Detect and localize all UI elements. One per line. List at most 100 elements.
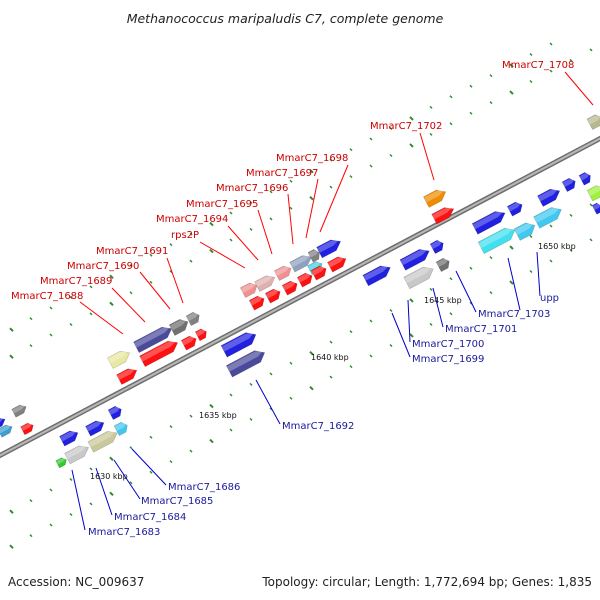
gene-arrow[interactable] bbox=[55, 456, 69, 469]
tick-mark bbox=[489, 256, 493, 260]
gene-arrow-highlight bbox=[478, 227, 514, 249]
tick-mark bbox=[209, 438, 214, 444]
gene-arrow[interactable] bbox=[431, 204, 457, 225]
gene-arrow[interactable] bbox=[435, 256, 452, 273]
gene-arrow-highlight bbox=[107, 350, 129, 364]
gene-arrow[interactable] bbox=[316, 236, 344, 259]
gene-arrow[interactable] bbox=[403, 263, 437, 290]
gene-arrow[interactable] bbox=[586, 112, 600, 130]
gene-arrow[interactable] bbox=[185, 310, 202, 327]
leader-line bbox=[166, 257, 184, 304]
gene-arrow[interactable] bbox=[281, 279, 300, 296]
gene-arrow[interactable] bbox=[561, 176, 578, 193]
gene-arrow-highlight bbox=[249, 296, 264, 306]
gene-label-rps2p[interactable]: rps2P bbox=[171, 230, 199, 241]
gene-arrow[interactable] bbox=[248, 294, 267, 311]
gene-arrow[interactable] bbox=[240, 280, 259, 298]
tick-mark bbox=[69, 477, 73, 481]
gene-label-mmarc7-1684[interactable]: MmarC7_1684 bbox=[114, 512, 186, 523]
gene-arrow[interactable] bbox=[220, 329, 259, 358]
gene-label-mmarc7-1697[interactable]: MmarC7_1697 bbox=[246, 168, 318, 179]
gene-label-mmarc7-1696[interactable]: MmarC7_1696 bbox=[216, 183, 288, 194]
gene-arrow[interactable] bbox=[423, 187, 448, 208]
tick-mark bbox=[449, 312, 453, 316]
gene-arrow[interactable] bbox=[254, 272, 278, 292]
gene-arrow-highlight bbox=[226, 350, 264, 372]
bottom-gene-labels: MmarC7_1683 MmarC7_1684 MmarC7_1685 Mmar… bbox=[88, 293, 559, 538]
gene-arrow[interactable] bbox=[327, 254, 348, 273]
gene-label-mmarc7-1683[interactable]: MmarC7_1683 bbox=[88, 527, 160, 538]
gene-arrow[interactable] bbox=[113, 420, 130, 437]
gene-arrow[interactable] bbox=[477, 224, 518, 254]
gene-arrow-highlight bbox=[507, 202, 522, 212]
gene-arrow[interactable] bbox=[274, 263, 293, 281]
gene-arrow[interactable] bbox=[471, 208, 508, 235]
gene-arrow[interactable] bbox=[399, 246, 432, 271]
gene-arrow[interactable] bbox=[296, 271, 315, 288]
gene-label-mmarc7-1698[interactable]: MmarC7_1698 bbox=[276, 153, 348, 164]
gene-label-mmarc7-1708[interactable]: MmarC7_1708 bbox=[502, 60, 574, 71]
tick-mark bbox=[49, 523, 53, 527]
gene-label-mmarc7-1695[interactable]: MmarC7_1695 bbox=[186, 199, 258, 210]
tick-mark bbox=[389, 153, 393, 157]
gene-arrow[interactable] bbox=[578, 171, 593, 186]
gene-arrow[interactable] bbox=[264, 287, 283, 304]
gene-arrow[interactable] bbox=[0, 423, 14, 438]
gene-arrow[interactable] bbox=[0, 415, 7, 432]
gene-label-mmarc7-1701[interactable]: MmarC7_1701 bbox=[445, 324, 517, 335]
gene-label-mmarc7-1691[interactable]: MmarC7_1691 bbox=[96, 246, 168, 257]
gene-label-mmarc7-1702[interactable]: MmarC7_1702 bbox=[370, 121, 442, 132]
gene-arrow[interactable] bbox=[537, 186, 562, 207]
gene-label-mmarc7-1694[interactable]: MmarC7_1694 bbox=[156, 214, 228, 225]
gene-arrow[interactable] bbox=[225, 347, 267, 378]
gene-label-mmarc7-1700[interactable]: MmarC7_1700 bbox=[412, 339, 484, 350]
tick-marks bbox=[9, 42, 593, 549]
gene-arrow-highlight bbox=[579, 173, 590, 181]
gene-arrow[interactable] bbox=[180, 334, 199, 351]
gene-arrow[interactable] bbox=[87, 428, 120, 453]
gene-arrow[interactable] bbox=[533, 204, 565, 229]
gene-label-mmarc7-1685[interactable]: MmarC7_1685 bbox=[141, 496, 213, 507]
tick-mark bbox=[369, 164, 373, 168]
genome-backbone bbox=[0, 135, 600, 459]
gene-arrow[interactable] bbox=[59, 428, 80, 447]
gene-arrow[interactable] bbox=[107, 404, 124, 421]
gene-arrow[interactable] bbox=[194, 327, 209, 342]
tick-mark bbox=[549, 69, 553, 73]
gene-arrow-highlight bbox=[587, 186, 600, 197]
gene-label-mmarc7-1689[interactable]: MmarC7_1689 bbox=[40, 276, 112, 287]
tick-mark bbox=[449, 95, 453, 99]
gene-arrow[interactable] bbox=[307, 248, 322, 263]
gene-arrow[interactable] bbox=[64, 442, 92, 465]
gene-arrow[interactable] bbox=[85, 418, 106, 437]
gene-arrow[interactable] bbox=[310, 264, 329, 281]
gene-label-mmarc7-1690[interactable]: MmarC7_1690 bbox=[67, 261, 139, 272]
gene-features[interactable] bbox=[0, 112, 600, 469]
leader-line bbox=[79, 301, 124, 335]
gene-arrow[interactable] bbox=[506, 200, 525, 217]
gene-arrow[interactable] bbox=[11, 403, 29, 418]
gene-arrow[interactable] bbox=[20, 421, 36, 436]
gene-arrow[interactable] bbox=[591, 202, 600, 215]
gene-label-upp[interactable]: upp bbox=[540, 293, 559, 304]
tick-mark bbox=[349, 330, 353, 334]
tick-mark bbox=[189, 414, 193, 418]
gene-label-mmarc7-1703[interactable]: MmarC7_1703 bbox=[478, 309, 550, 320]
gene-arrow[interactable] bbox=[289, 252, 315, 273]
gene-arrow[interactable] bbox=[168, 316, 191, 336]
gene-arrow[interactable] bbox=[139, 337, 181, 367]
tick-mark bbox=[469, 111, 473, 115]
gene-arrow[interactable] bbox=[429, 238, 446, 255]
gene-label-mmarc7-1688[interactable]: MmarC7_1688 bbox=[11, 291, 83, 302]
gene-label-mmarc7-1686[interactable]: MmarC7_1686 bbox=[168, 482, 240, 493]
gene-arrow[interactable] bbox=[116, 365, 140, 385]
gene-arrow[interactable] bbox=[133, 323, 175, 353]
tick-mark bbox=[69, 322, 73, 326]
gene-arrow[interactable] bbox=[107, 348, 132, 369]
gene-label-mmarc7-1692[interactable]: MmarC7_1692 bbox=[282, 421, 354, 432]
map-title: Methanococcus maripaludis C7, complete g… bbox=[127, 11, 444, 26]
gene-label-mmarc7-1699[interactable]: MmarC7_1699 bbox=[412, 354, 484, 365]
gene-arrow[interactable] bbox=[362, 262, 393, 287]
gene-arrow-highlight bbox=[221, 332, 255, 352]
gene-arrow[interactable] bbox=[513, 220, 538, 241]
